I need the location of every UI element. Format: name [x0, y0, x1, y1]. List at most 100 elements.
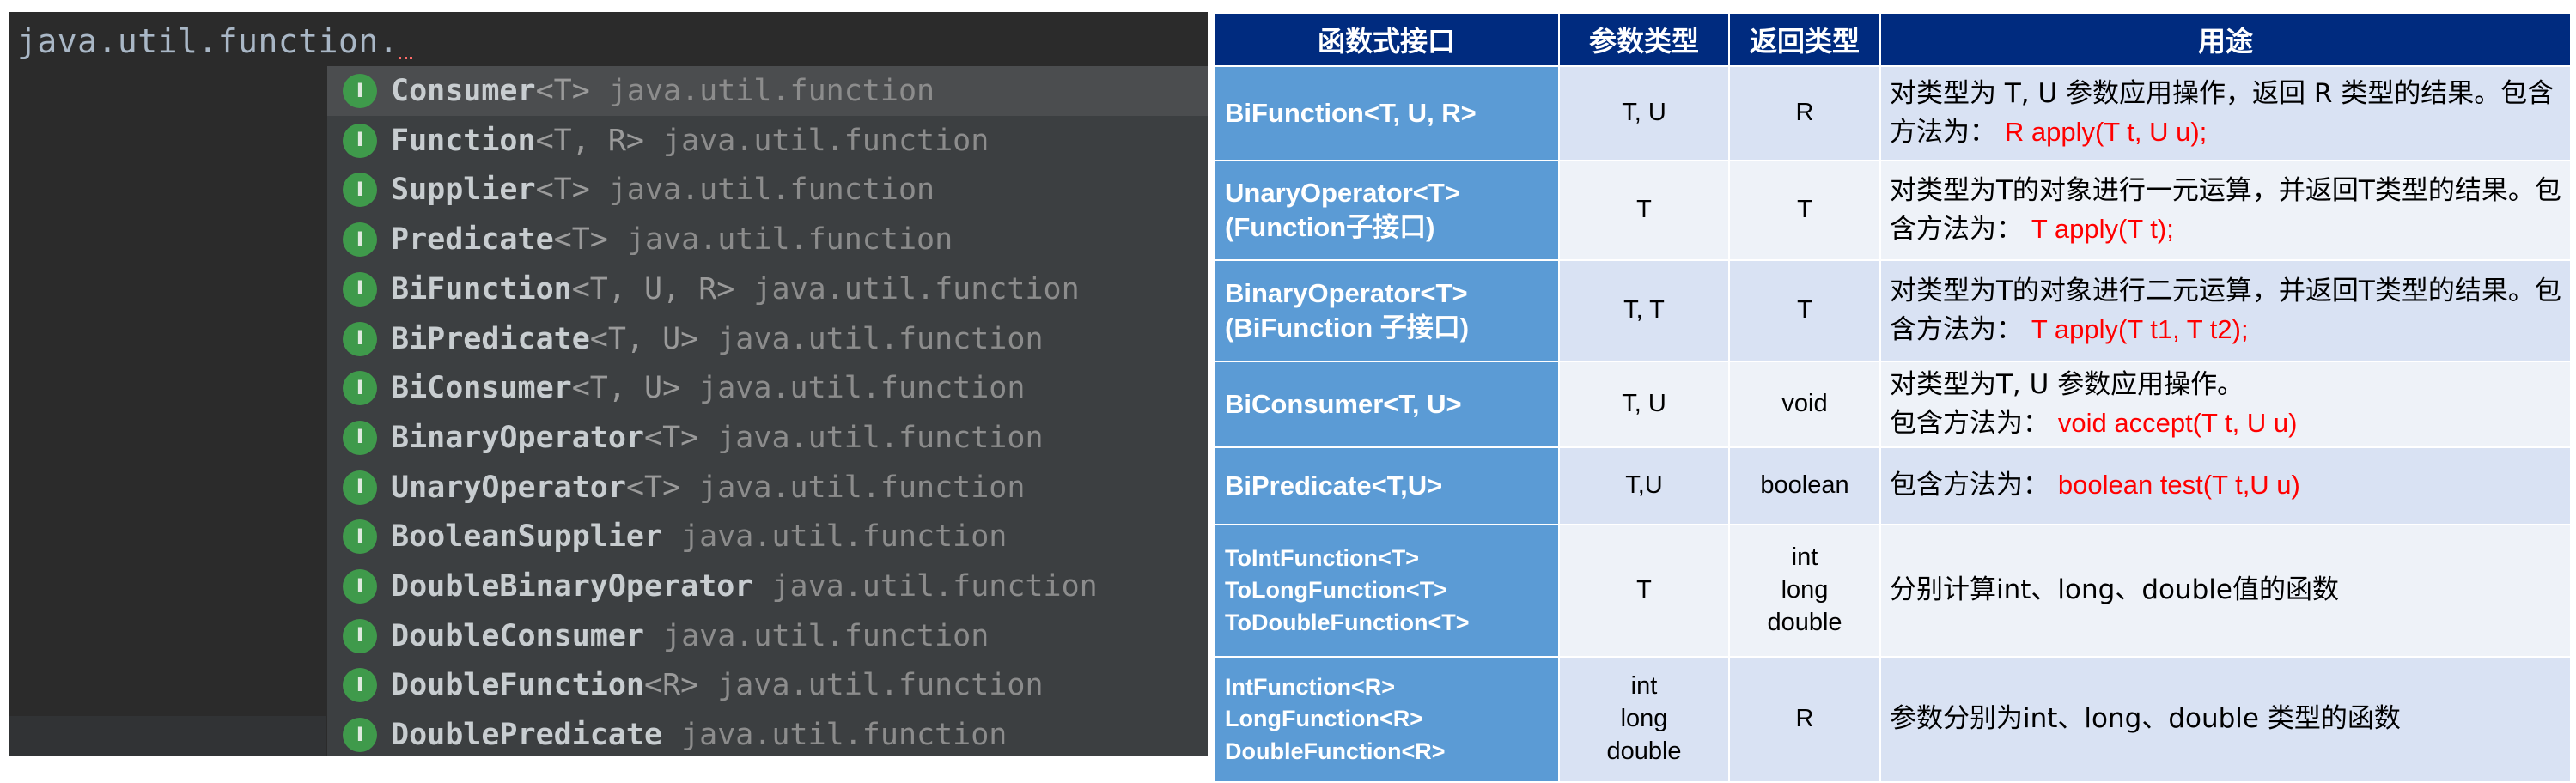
interface-icon: I	[343, 519, 377, 555]
suggestion-class-name: BiFunction	[391, 271, 572, 307]
interface-icon: I	[343, 618, 377, 653]
method-signature: T apply(T t1, T t2);	[2031, 314, 2249, 344]
suggestion-package: java.util.function	[753, 271, 1080, 307]
suggestion-generic: <T>	[535, 74, 590, 108]
editor-bottom-strip	[9, 716, 326, 756]
header-param-type: 参数类型	[1558, 12, 1730, 67]
param-type-cell: T	[1558, 523, 1730, 658]
method-signature: void accept(T t, U u)	[2057, 407, 2298, 438]
suggestion-item[interactable]: I DoubleConsumer java.util.function	[327, 611, 1208, 661]
suggestion-package: java.util.function	[699, 470, 1026, 505]
interface-icon: I	[343, 321, 377, 356]
suggestion-class-name: UnaryOperator	[391, 470, 626, 505]
typed-text: java.util.function.	[17, 22, 399, 60]
return-type-cell: R	[1728, 655, 1881, 783]
suggestion-class-name: Predicate	[391, 222, 554, 258]
interface-name: ToIntFunction<T>	[1225, 545, 1419, 571]
suggestion-class-name: BiPredicate	[391, 321, 590, 356]
interface-name-line2: ToLongFunction<T>	[1225, 577, 1447, 604]
table-header-row: 函数式接口 参数类型 返回类型 用途	[1213, 12, 2572, 67]
interface-icon: I	[343, 569, 377, 604]
error-squiggle-icon	[399, 50, 413, 59]
interface-cell: BiFunction<T, U, R>	[1213, 65, 1560, 161]
usage-cell: 对类型为 T, U 参数应用操作，返回 R 类型的结果。包含方法为： R app…	[1879, 65, 2572, 161]
usage-text: 对类型为 T, U 参数应用操作，返回 R 类型的结果。包含方法为：	[1890, 78, 2555, 148]
param-type-cell: T, U	[1558, 65, 1730, 161]
usage-text: 对类型为T的对象进行二元运算，并返回T类型的结果。包含方法为：	[1890, 276, 2561, 345]
suggestion-class-name: DoubleFunction	[391, 668, 645, 703]
interface-name: BiConsumer<T, U>	[1225, 388, 1462, 419]
suggestion-generic: <T, U>	[571, 371, 681, 406]
param-type-cell: T, U	[1558, 361, 1730, 448]
interface-icon: I	[343, 371, 377, 406]
interface-name-line3: DoubleFunction<R>	[1225, 737, 1446, 764]
suggestion-generic: <T, U, R>	[571, 271, 735, 307]
return-type-cell: T	[1728, 259, 1881, 362]
editor-input-line[interactable]: java.util.function.	[17, 22, 413, 60]
param-type-cell: T,U	[1558, 446, 1730, 525]
usage-cell: 对类型为T, U 参数应用操作。包含方法为： void accept(T t, …	[1879, 361, 2572, 448]
suggestion-class-name: BiConsumer	[391, 371, 572, 406]
interface-name: BiFunction<T, U, R>	[1225, 97, 1477, 128]
usage-cell: 参数分别为int、long、double 类型的函数	[1879, 655, 2572, 783]
return-type-cell: T	[1728, 160, 1881, 261]
suggestion-class-name: Supplier	[391, 173, 536, 208]
suggestion-package: java.util.function	[608, 173, 935, 208]
interface-name: IntFunction<R>	[1225, 674, 1395, 700]
usage-text: 对类型为T, U 参数应用操作。	[1890, 369, 2244, 400]
usage-text: 对类型为T的对象进行一元运算，并返回T类型的结果。包含方法为：	[1890, 175, 2561, 245]
interface-name: BiPredicate<T,U>	[1225, 470, 1443, 501]
method-signature: T apply(T t);	[2031, 214, 2174, 244]
interface-icon: I	[343, 420, 377, 455]
param-type-cell: T	[1558, 160, 1730, 261]
interface-name: UnaryOperator<T>	[1225, 177, 1460, 208]
suggestion-package: java.util.function	[626, 222, 953, 258]
table-row: ToIntFunction<T> ToLongFunction<T> ToDoubl…	[1213, 523, 2572, 658]
header-interface: 函数式接口	[1213, 12, 1560, 67]
param-type-cell: T, T	[1558, 259, 1730, 362]
suggestion-class-name: DoubleBinaryOperator	[391, 569, 753, 604]
usage-cell: 对类型为T的对象进行一元运算，并返回T类型的结果。包含方法为： T apply(…	[1879, 160, 2572, 261]
interface-cell: BiPredicate<T,U>	[1213, 446, 1560, 525]
interface-name-line2: LongFunction<R>	[1225, 706, 1423, 732]
interface-cell: IntFunction<R> LongFunction<R> DoubleFunct…	[1213, 655, 1560, 783]
interface-icon: I	[343, 668, 377, 703]
interface-icon: I	[343, 222, 377, 258]
return-type-cell: int long double	[1728, 523, 1881, 658]
suggestion-package: java.util.function	[717, 668, 1044, 703]
suggestion-class-name: Consumer	[391, 74, 536, 108]
suggestion-package: java.util.function	[663, 618, 990, 653]
param-type-cell: int long double	[1558, 655, 1730, 783]
header-usage: 用途	[1879, 12, 2572, 67]
interface-icon: I	[343, 123, 377, 158]
suggestion-package: java.util.function	[681, 519, 1008, 555]
suggestion-class-name: BinaryOperator	[391, 420, 645, 455]
suggestion-class-name: DoubleConsumer	[391, 618, 645, 653]
suggestion-package: java.util.function	[608, 74, 935, 108]
method-signature: boolean test(T t,U u)	[2057, 470, 2300, 501]
usage-text-line2: 包含方法为：	[1890, 470, 2049, 501]
suggestion-class-name: Function	[391, 123, 536, 158]
interface-name-line3: ToDoubleFunction<T>	[1225, 609, 1470, 635]
suggestion-generic: <T>	[625, 470, 681, 505]
suggestion-generic: <T>	[644, 420, 699, 455]
usage-cell: 分别计算int、long、double值的函数	[1879, 523, 2572, 658]
usage-cell: 包含方法为： boolean test(T t,U u)	[1879, 446, 2572, 525]
